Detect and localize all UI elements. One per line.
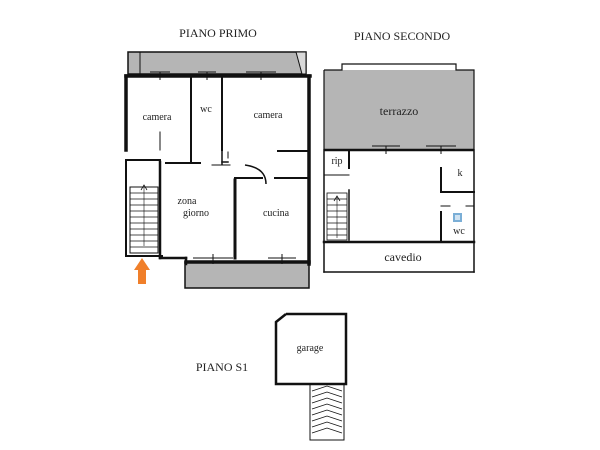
- room-label-cucina: cucina: [263, 208, 290, 219]
- room-label-camera-right: camera: [254, 110, 283, 121]
- walls-primo: [124, 74, 312, 266]
- stairs-secondo: [326, 192, 348, 241]
- room-label-cavedio: cavedio: [384, 250, 421, 264]
- balcony-top: [127, 51, 307, 75]
- ramp-s1: [309, 383, 345, 441]
- entrance-arrow-icon: [134, 258, 150, 284]
- floor-piano-s1: PIANO S1 garage: [196, 312, 348, 441]
- floor-title-secondo: PIANO SECONDO: [354, 29, 451, 43]
- room-label-wc-secondo: wc: [453, 226, 465, 237]
- floor-title-s1: PIANO S1: [196, 360, 248, 374]
- balcony-bottom: [184, 261, 310, 289]
- room-label-wc: wc: [200, 104, 212, 115]
- room-label-zona: zona: [178, 196, 197, 207]
- walls-secondo: [322, 149, 476, 273]
- terrace-area: [323, 63, 475, 152]
- room-label-giorno: giorno: [183, 208, 209, 219]
- shower-icon: [453, 213, 462, 222]
- room-label-garage: garage: [297, 343, 324, 354]
- stairs-primo: [129, 184, 159, 254]
- windows-primo: [150, 71, 296, 264]
- room-label-terrazzo: terrazzo: [380, 104, 419, 118]
- floor-title-primo: PIANO PRIMO: [179, 26, 257, 40]
- door-arc: [244, 164, 267, 185]
- floor-piano-secondo: PIANO SECONDO: [322, 29, 476, 273]
- windows-secondo: [372, 145, 456, 154]
- room-label-camera-left: camera: [143, 112, 172, 123]
- floor-piano-primo: PIANO PRIMO: [124, 26, 312, 289]
- room-label-rip: rip: [331, 156, 342, 167]
- room-label-k: k: [458, 168, 463, 179]
